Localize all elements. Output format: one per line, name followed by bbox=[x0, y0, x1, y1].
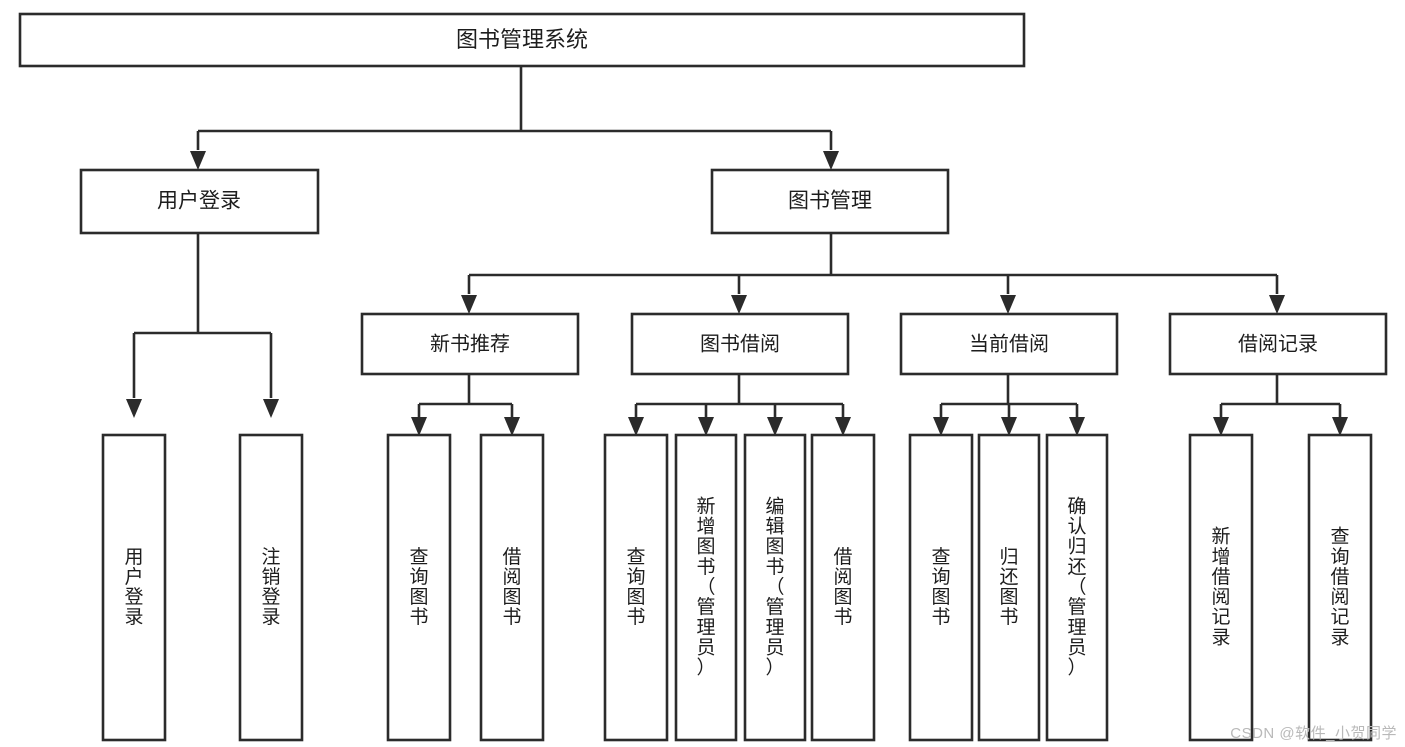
node-book-management[interactable]: 图书管理 bbox=[710, 168, 950, 235]
node-leaf-query-book-1[interactable]: 查询图书 bbox=[386, 433, 452, 742]
user-login-box[interactable] bbox=[79, 168, 320, 235]
arrowhead-icon bbox=[835, 417, 851, 436]
current-borrow-label: 当前借阅 bbox=[969, 332, 1049, 355]
arrowhead-icon bbox=[1001, 417, 1017, 436]
arrowhead-icon bbox=[411, 417, 427, 436]
leaf-box[interactable] bbox=[238, 433, 304, 742]
connector-layer bbox=[126, 66, 1348, 436]
arrowhead-icon bbox=[190, 151, 206, 170]
leaf-label: 用户登录 bbox=[124, 547, 143, 628]
node-new-book-recommend[interactable]: 新书推荐 bbox=[360, 312, 580, 376]
node-leaf-confirm-return[interactable]: 确认归还（管理员） bbox=[1045, 433, 1109, 742]
book-management-box[interactable] bbox=[710, 168, 950, 235]
arrowhead-icon bbox=[698, 417, 714, 436]
node-leaf-query-record[interactable]: 查询借阅记录 bbox=[1307, 433, 1373, 742]
leaf-label: 借阅图书 bbox=[502, 546, 521, 628]
node-leaf-borrow-book-2[interactable]: 借阅图书 bbox=[810, 433, 876, 742]
leaf-box[interactable] bbox=[1188, 433, 1254, 742]
node-leaf-borrow-book-1[interactable]: 借阅图书 bbox=[479, 433, 545, 742]
arrowhead-icon bbox=[628, 417, 644, 436]
arrowhead-icon bbox=[1269, 295, 1285, 314]
leaf-box[interactable] bbox=[674, 433, 738, 742]
node-leaf-edit-book[interactable]: 编辑图书（管理员） bbox=[743, 433, 807, 742]
leaf-label: 查询图书 bbox=[931, 546, 950, 628]
node-leaf-add-record[interactable]: 新增借阅记录 bbox=[1188, 433, 1254, 742]
leaf-label: 归还图书 bbox=[999, 546, 1018, 628]
arrowhead-icon bbox=[1332, 417, 1348, 436]
book-borrow-box[interactable] bbox=[630, 312, 850, 376]
leaf-label: 查询借阅记录 bbox=[1330, 526, 1349, 649]
node-leaf-query-book-2[interactable]: 查询图书 bbox=[603, 433, 669, 742]
arrowhead-icon bbox=[1000, 295, 1016, 314]
node-root[interactable]: 图书管理系统 bbox=[18, 12, 1026, 68]
book-borrow-label: 图书借阅 bbox=[700, 332, 780, 355]
node-leaf-user-login[interactable]: 用户登录 bbox=[101, 433, 167, 742]
user-login-label: 用户登录 bbox=[157, 190, 241, 213]
node-current-borrow[interactable]: 当前借阅 bbox=[899, 312, 1119, 376]
borrow-record-label: 借阅记录 bbox=[1238, 332, 1318, 355]
leaf-label: 注销登录 bbox=[261, 546, 280, 628]
new-book-recommend-label: 新书推荐 bbox=[430, 332, 510, 355]
leaf-label: 新增借阅记录 bbox=[1211, 526, 1230, 649]
node-leaf-user-logout[interactable]: 注销登录 bbox=[238, 433, 304, 742]
arrowhead-icon bbox=[731, 295, 747, 314]
leaf-box[interactable] bbox=[1307, 433, 1373, 742]
arrowhead-icon bbox=[126, 399, 142, 418]
arrowhead-icon bbox=[767, 417, 783, 436]
leaf-box[interactable] bbox=[1045, 433, 1109, 742]
leaf-box[interactable] bbox=[810, 433, 876, 742]
arrowhead-icon bbox=[504, 417, 520, 436]
node-user-login[interactable]: 用户登录 bbox=[79, 168, 320, 235]
arrowhead-icon bbox=[933, 417, 949, 436]
leaf-label: 借阅图书 bbox=[833, 546, 852, 628]
current-borrow-box[interactable] bbox=[899, 312, 1119, 376]
leaf-layer: 用户登录 注销登录 查询图书 借阅图书 查询图书 新增图书（管理员） 编辑图书（… bbox=[101, 433, 1373, 742]
arrowhead-icon bbox=[1069, 417, 1085, 436]
root-label: 图书管理系统 bbox=[456, 27, 588, 52]
leaf-label: 新增图书（管理员） bbox=[696, 495, 715, 678]
node-leaf-query-book-3[interactable]: 查询图书 bbox=[908, 433, 974, 742]
arrowhead-icon bbox=[461, 295, 477, 314]
leaf-label: 查询图书 bbox=[626, 546, 645, 628]
node-leaf-add-book[interactable]: 新增图书（管理员） bbox=[674, 433, 738, 742]
book-management-label: 图书管理 bbox=[788, 190, 872, 213]
arrowhead-icon bbox=[263, 399, 279, 418]
leaf-box[interactable] bbox=[743, 433, 807, 742]
leaf-label: 确认归还（管理员） bbox=[1067, 495, 1086, 678]
node-leaf-return-book[interactable]: 归还图书 bbox=[977, 433, 1041, 742]
new-book-recommend-box[interactable] bbox=[360, 312, 580, 376]
leaf-label: 查询图书 bbox=[409, 546, 428, 628]
arrowhead-icon bbox=[1213, 417, 1229, 436]
node-borrow-record[interactable]: 借阅记录 bbox=[1168, 312, 1388, 376]
leaf-box[interactable] bbox=[479, 433, 545, 742]
leaf-box[interactable] bbox=[603, 433, 669, 742]
leaf-box[interactable] bbox=[101, 433, 167, 742]
leaf-box[interactable] bbox=[908, 433, 974, 742]
leaf-box[interactable] bbox=[386, 433, 452, 742]
arrowhead-icon bbox=[823, 151, 839, 170]
leaf-box[interactable] bbox=[977, 433, 1041, 742]
root-box[interactable] bbox=[18, 12, 1026, 68]
borrow-record-box[interactable] bbox=[1168, 312, 1388, 376]
leaf-label: 编辑图书（管理员） bbox=[765, 495, 784, 678]
node-book-borrow[interactable]: 图书借阅 bbox=[630, 312, 850, 376]
